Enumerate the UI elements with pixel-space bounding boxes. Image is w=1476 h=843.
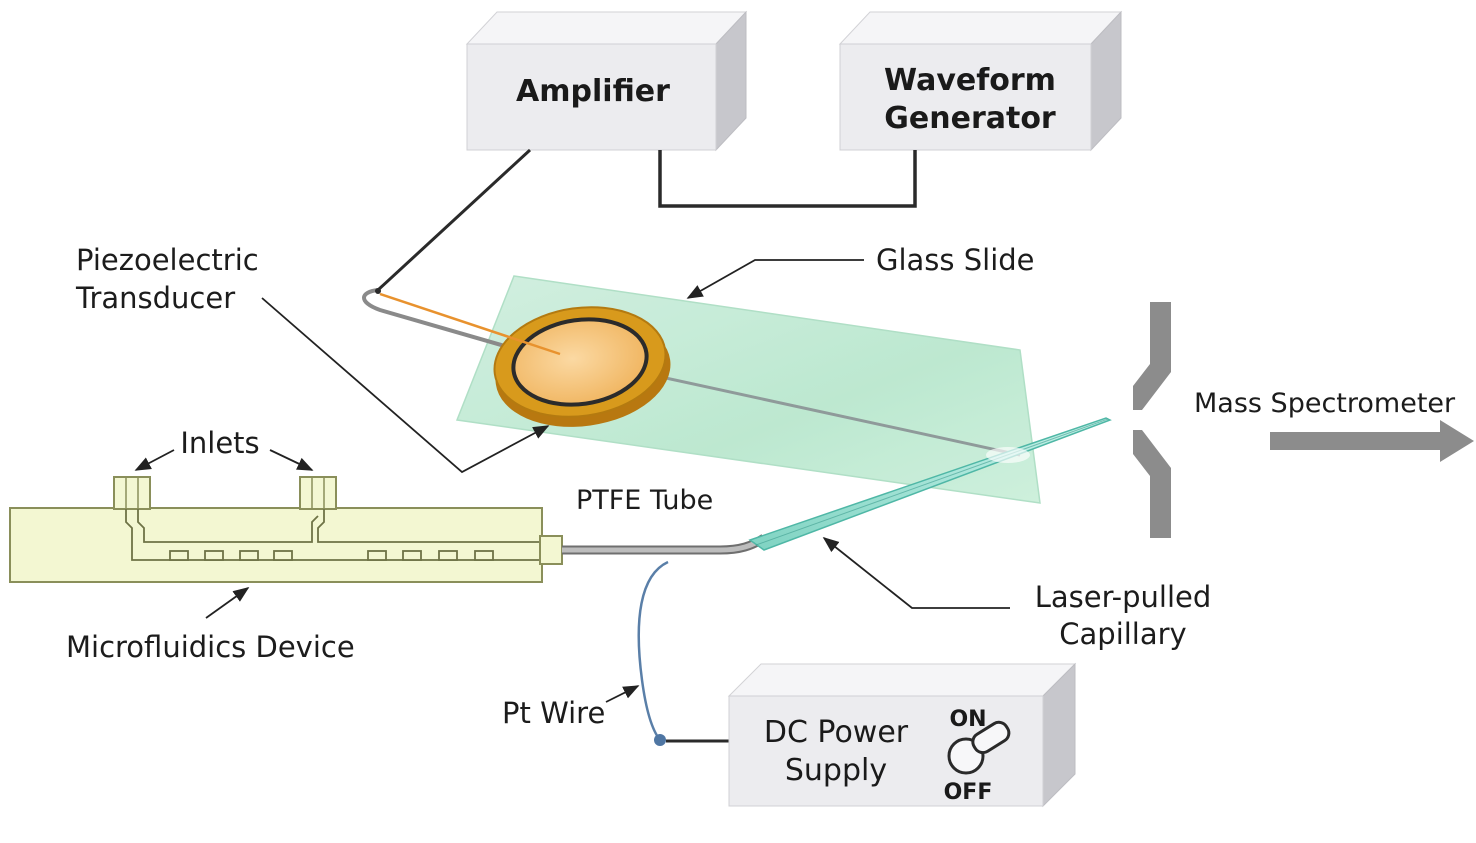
- inlets-label: Inlets: [180, 426, 259, 460]
- inlet-port-right: [299, 476, 337, 510]
- waveform-generator-label-line1: Waveform: [884, 63, 1056, 98]
- glass-slide-leader: [686, 259, 864, 299]
- microfluidics-leader: [205, 587, 250, 619]
- inlet-left-leader: [134, 449, 175, 471]
- pt-wire-contact: [654, 734, 666, 746]
- microfluidics-chip: [9, 507, 543, 583]
- channel-left-loop: [137, 509, 319, 543]
- amplifier-box-top: [465, 11, 748, 45]
- microfluidics-device-label: Microfluidics Device: [66, 630, 355, 664]
- waveform-generator-label-line2: Generator: [884, 101, 1056, 136]
- switch-on-label: ON: [949, 707, 986, 732]
- channel-right: [317, 509, 540, 543]
- ptfe-tube: [562, 535, 766, 553]
- mass-spectrometer-arrow: [1270, 420, 1474, 462]
- toggle-switch-lever[interactable]: [969, 719, 1012, 756]
- piezo-leader: [261, 297, 550, 474]
- mixer-serpentine: [169, 550, 494, 561]
- ptfe-tube-label: PTFE Tube: [576, 485, 713, 516]
- piezo-label-line2: Transducer: [75, 281, 235, 315]
- piezo-label-line1: Piezoelectric: [76, 243, 259, 277]
- dc-power-supply-label-line1: DC Power: [764, 715, 909, 750]
- capillary-label-line1: Laser-pulled: [1035, 580, 1212, 614]
- microfluidics-device: [9, 476, 563, 583]
- dc-power-supply-box: DC Power Supply ON OFF: [727, 662, 1077, 808]
- piezo-center-disk: [511, 317, 649, 407]
- pt-wire: [637, 560, 669, 741]
- pt-wire-leader: [605, 685, 640, 703]
- glass-slide-label: Glass Slide: [876, 243, 1035, 277]
- cable-junction-dot: [375, 288, 381, 294]
- dc-box-top: [727, 663, 1077, 697]
- waveform-box-top: [838, 11, 1123, 45]
- amplifier-box-front: [466, 43, 717, 151]
- ms-plate-lower: [1133, 430, 1171, 538]
- amplifier-label: Amplifier: [516, 74, 670, 109]
- mass-spectrometer-inlet: [1133, 302, 1171, 538]
- transducer-lead-orange: [379, 292, 561, 356]
- capillary-label-line2: Capillary: [1059, 617, 1186, 651]
- piezoelectric-transducer: [493, 306, 671, 427]
- pt-wire-label: Pt Wire: [502, 696, 605, 730]
- dc-power-supply-label-line2: Supply: [785, 753, 887, 788]
- chip-outlet-fitting: [539, 535, 563, 565]
- mass-spectrometer-label: Mass Spectrometer: [1194, 388, 1456, 419]
- toggle-switch[interactable]: [947, 719, 1012, 775]
- channel-main: [125, 509, 540, 561]
- amplifier-cable: [376, 148, 532, 292]
- inlet-right-leader: [269, 449, 314, 471]
- inlet-port-left: [113, 476, 151, 510]
- capillary-leader: [822, 536, 1010, 609]
- waveform-box-front: [839, 43, 1092, 151]
- dc-box-front: [728, 695, 1044, 807]
- amplifier-waveform-cable: [658, 150, 917, 208]
- amplifier-box: Amplifier: [465, 10, 748, 152]
- switch-off-label: OFF: [944, 780, 993, 805]
- ms-plate-upper: [1133, 302, 1171, 410]
- waveform-generator-box: Waveform Generator: [838, 10, 1123, 152]
- capillary-bore: [755, 418, 1109, 546]
- transducer-lead-grey: [362, 288, 561, 364]
- capillary-glint: [986, 447, 1030, 463]
